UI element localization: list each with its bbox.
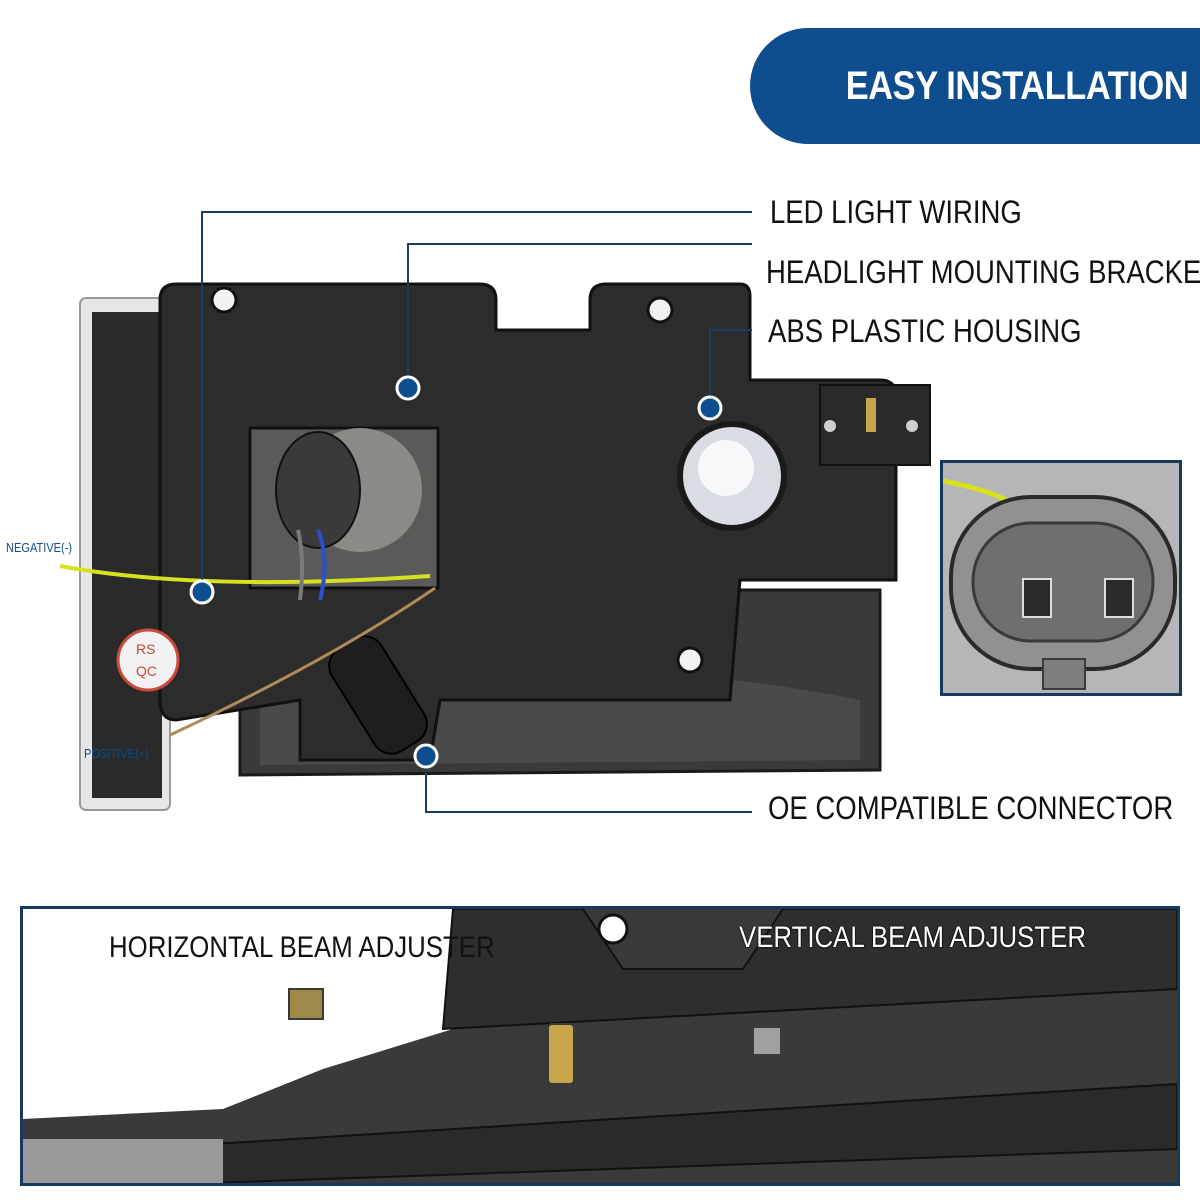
beam-adjuster-panel: HORIZONTAL BEAM ADJUSTER VERTICAL BEAM A… bbox=[20, 906, 1180, 1186]
connector-closeup-inset bbox=[940, 460, 1182, 696]
beam-adjuster-photo bbox=[23, 909, 1177, 1183]
gray-wire bbox=[296, 529, 305, 601]
vertical-beam-adjuster-label: VERTICAL BEAM ADJUSTER bbox=[739, 921, 1086, 954]
negative-wire bbox=[59, 564, 431, 585]
horizontal-beam-adjuster-label: HORIZONTAL BEAM ADJUSTER bbox=[109, 931, 495, 964]
bracket-leader bbox=[407, 243, 752, 388]
center-adjuster-pin bbox=[547, 1023, 575, 1085]
connector-pin-right bbox=[1104, 578, 1134, 618]
easy-installation-banner: EASY INSTALLATION bbox=[750, 28, 1200, 144]
led-wiring-dot bbox=[189, 579, 215, 605]
connector-pin-left bbox=[1022, 578, 1052, 618]
stamp-line-1: RS bbox=[136, 641, 155, 657]
callout-abs-housing: ABS PLASTIC HOUSING bbox=[768, 313, 1082, 349]
callout-oe-connector: OE COMPATIBLE CONNECTOR bbox=[768, 790, 1174, 826]
positive-wire bbox=[169, 586, 436, 737]
connector-closeup bbox=[943, 463, 1179, 693]
blue-wire bbox=[316, 529, 327, 601]
mount-hole-bottom-right bbox=[676, 646, 704, 674]
connector-latch bbox=[1042, 658, 1086, 690]
bracket-dot bbox=[395, 375, 421, 401]
headlight-illustration: RS QC bbox=[59, 211, 931, 813]
bulb-cap bbox=[275, 431, 361, 549]
callout-led-wiring: LED LIGHT WIRING bbox=[770, 194, 1022, 230]
mount-hole-top-right bbox=[646, 296, 674, 324]
oe-connector-leader bbox=[425, 756, 752, 813]
positive-wire-label: POSITIVE(+) bbox=[84, 746, 149, 761]
horizontal-adjuster-screw bbox=[288, 988, 324, 1020]
bracket-hole bbox=[597, 913, 629, 945]
banner-title: EASY INSTALLATION bbox=[845, 63, 1189, 108]
stamp-line-2: QC bbox=[136, 663, 157, 679]
negative-wire-label: NEGATIVE(-) bbox=[6, 540, 73, 555]
led-wiring-leader bbox=[201, 211, 752, 592]
abs-housing-leader bbox=[709, 329, 752, 408]
mount-hole-top-left bbox=[210, 286, 238, 314]
callout-mounting-bracket: HEADLIGHT MOUNTING BRACKET bbox=[766, 254, 1200, 290]
vertical-adjuster-screw bbox=[752, 1026, 782, 1056]
housing-stamp bbox=[116, 628, 180, 692]
oe-connector-dot bbox=[413, 743, 439, 769]
abs-housing-dot bbox=[697, 395, 723, 421]
